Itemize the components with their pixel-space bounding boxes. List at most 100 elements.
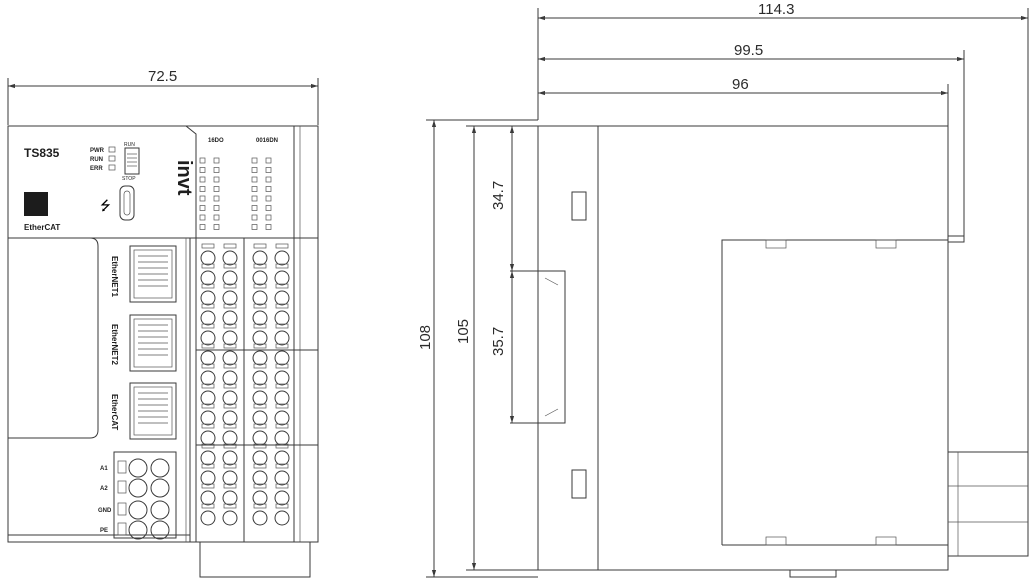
io-terminal xyxy=(252,410,268,426)
io-terminal xyxy=(274,290,290,306)
io-terminal xyxy=(252,510,268,526)
io-terminal xyxy=(274,390,290,406)
io-terminal-release xyxy=(275,403,289,409)
io-terminal-release xyxy=(223,403,237,409)
io-terminal xyxy=(222,350,238,366)
led-err xyxy=(108,164,116,171)
io-terminal-release xyxy=(201,423,215,429)
io-terminal xyxy=(200,290,216,306)
io-terminal-release xyxy=(253,463,267,469)
io-led xyxy=(213,205,220,211)
dim-rail-span: 35.7 xyxy=(490,327,507,356)
io-led xyxy=(251,214,258,221)
port-label-ethernet1: EtherNET1 xyxy=(110,256,119,297)
led-label-err: ERR xyxy=(90,166,103,172)
switch-label-run: RUN xyxy=(124,142,135,148)
io-led xyxy=(265,214,272,221)
io-terminal xyxy=(252,330,268,346)
io-terminal xyxy=(222,470,238,486)
io-terminal xyxy=(222,310,238,326)
terminal-screw xyxy=(128,520,148,540)
io-led xyxy=(265,186,272,192)
run-stop-switch xyxy=(124,147,140,175)
io-terminal xyxy=(200,450,216,466)
io-terminal xyxy=(252,430,268,446)
io-led xyxy=(265,176,272,183)
io-terminal-release xyxy=(253,383,267,389)
right-end-plate xyxy=(293,125,319,543)
io-terminal-release xyxy=(201,343,215,349)
io-terminal-release xyxy=(275,383,289,389)
io-terminal-release xyxy=(253,503,267,509)
io-terminal-release xyxy=(223,263,237,269)
io-terminal-release xyxy=(275,303,289,309)
model-label: TS835 xyxy=(24,146,60,160)
terminal-block-outline xyxy=(721,239,948,545)
io-led xyxy=(199,176,206,183)
switch-label-stop: STOP xyxy=(122,176,136,182)
io-terminal xyxy=(252,470,268,486)
io-led xyxy=(251,186,258,192)
io-terminal xyxy=(222,270,238,286)
io-terminal xyxy=(200,250,216,266)
io-module-1-label: 16DO xyxy=(208,138,224,144)
io-terminal xyxy=(200,370,216,386)
io-terminal-release xyxy=(253,443,267,449)
io-terminal xyxy=(200,490,216,506)
terminal-a1: A1 xyxy=(100,466,108,472)
io-led xyxy=(251,176,258,183)
io-terminal xyxy=(200,390,216,406)
io-terminal-release xyxy=(201,383,215,389)
io-terminal xyxy=(222,430,238,446)
io-terminal-release xyxy=(223,323,237,329)
bottom-latch xyxy=(199,541,311,578)
terminal-latch xyxy=(117,480,127,494)
port-ethercat xyxy=(129,382,177,440)
io-terminal-release xyxy=(275,423,289,429)
io-led xyxy=(265,167,272,173)
io-terminal xyxy=(274,430,290,446)
io-terminal-release xyxy=(253,363,267,369)
io-terminal-release xyxy=(223,503,237,509)
io-led xyxy=(199,224,206,230)
cpu-window xyxy=(8,237,99,439)
terminal-screw xyxy=(128,500,148,520)
io-terminal xyxy=(200,470,216,486)
io-terminal xyxy=(252,270,268,286)
power-terminal-block xyxy=(113,451,177,539)
io-led xyxy=(251,195,258,202)
io-led xyxy=(251,224,258,230)
io-terminal-release xyxy=(223,443,237,449)
io-terminal xyxy=(274,370,290,386)
io-led xyxy=(199,214,206,221)
io-terminal-release xyxy=(223,363,237,369)
port-ethernet2 xyxy=(129,314,177,372)
io-terminal xyxy=(252,390,268,406)
io-terminal xyxy=(274,490,290,506)
terminal-screw xyxy=(150,458,170,478)
io-terminal-release xyxy=(275,503,289,509)
dim-side-depth-total: 114.3 xyxy=(758,1,794,18)
io-terminal-release xyxy=(223,383,237,389)
io-terminal-release xyxy=(201,403,215,409)
io-terminal xyxy=(252,490,268,506)
io-terminal xyxy=(274,470,290,486)
io-terminal xyxy=(222,390,238,406)
io-led xyxy=(213,167,220,173)
io-terminal xyxy=(222,510,238,526)
port-label-ethernet2: EtherNET2 xyxy=(110,324,119,365)
terminal-screw xyxy=(128,458,148,478)
ethercat-logo: EtherCAT xyxy=(24,223,60,232)
dim-front-width: 72.5 xyxy=(148,68,177,85)
io-terminal xyxy=(274,510,290,526)
terminal-a2: A2 xyxy=(100,486,108,492)
io-terminal xyxy=(200,310,216,326)
io-terminal-release xyxy=(223,243,237,249)
io-terminal xyxy=(274,250,290,266)
led-label-run: RUN xyxy=(90,157,103,163)
qr-code xyxy=(24,192,48,216)
usb-c-port xyxy=(119,185,135,221)
io-terminal-release xyxy=(253,343,267,349)
io-terminal-release xyxy=(275,243,289,249)
